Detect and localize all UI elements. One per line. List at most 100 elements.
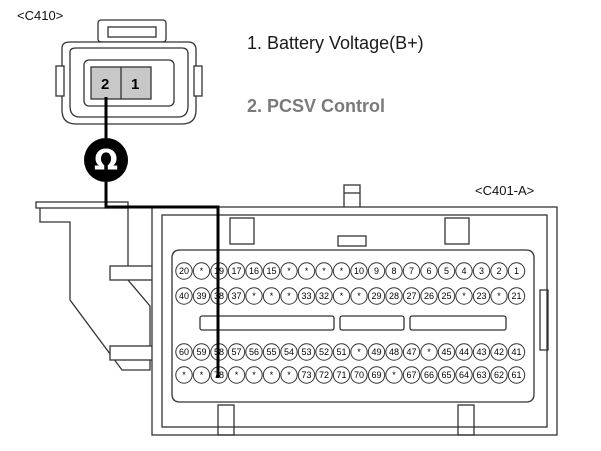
c401a-pin: [245, 366, 263, 384]
c401a-pin-label: 59: [196, 347, 206, 357]
c401a-pin: [262, 366, 281, 384]
c401a-pin: [175, 366, 193, 384]
c401a-pin-unused-label: *: [357, 347, 361, 357]
c401a-pin: [227, 366, 246, 384]
c401a-pin-label: 60: [179, 347, 189, 357]
c401a-pin-label: 8: [391, 266, 396, 276]
c401a-pin: [245, 287, 263, 305]
c401a-pin: [315, 366, 333, 384]
c401a-pin-label: 64: [459, 370, 469, 380]
c410-pin-2: 2: [101, 76, 109, 93]
c401a-pin: [332, 343, 351, 361]
c401a-pin-label: 10: [354, 266, 364, 276]
c401a-pin: [490, 287, 508, 305]
c401a-pin-label: 48: [389, 347, 399, 357]
c401a-pin-unused-label: *: [287, 291, 291, 301]
c401a-pin-label: 61: [511, 370, 521, 380]
c401a-pin-unused-label: *: [322, 266, 326, 276]
c401a-pin-unused-label: *: [287, 266, 291, 276]
c401a-pin-label: 41: [511, 347, 521, 357]
c401a-pin-label: 57: [231, 347, 241, 357]
c401a-pin: [192, 262, 211, 280]
c401a-pin-unused-label: *: [462, 291, 466, 301]
c401a-pin-label: 20: [179, 266, 189, 276]
c401a-pin-label: 16: [249, 266, 259, 276]
c401a-pin-label: 54: [284, 347, 294, 357]
c401a-pin: [420, 366, 438, 384]
c401a-pin: [350, 262, 368, 280]
c401a-pin: [297, 262, 316, 280]
c401a-pin-unused-label: *: [252, 291, 256, 301]
c401a-pin: [385, 287, 403, 305]
c401a-pin-unused-label: *: [270, 291, 274, 301]
c401a-pin: [245, 262, 263, 280]
c401a-pin: [227, 262, 246, 280]
c401a-pin: [490, 366, 508, 384]
c401a-pin-unused-label: *: [340, 291, 344, 301]
c401a-pin-label: 21: [511, 291, 521, 301]
c401a-pin: [402, 262, 421, 280]
c401a-pin-label: 28: [389, 291, 399, 301]
c401a-pin-label: 7: [409, 266, 414, 276]
c401a-pin-label: 44: [459, 347, 469, 357]
c401a-pin: [472, 262, 491, 280]
c401a-pin-label: 37: [231, 291, 241, 301]
c401a-pin-label: 62: [494, 370, 504, 380]
c401a-pin-label: 32: [319, 291, 329, 301]
c401a-pin: [472, 366, 491, 384]
c401a-pin: [402, 287, 421, 305]
c401a-pin-label: 71: [336, 370, 346, 380]
c401a-pin: [402, 366, 421, 384]
c401a-pin-label: 53: [301, 347, 311, 357]
c401a-pin-unused-label: *: [497, 291, 501, 301]
c401a-pin-unused-label: *: [427, 347, 431, 357]
c401a-pin: [332, 287, 351, 305]
c401a-connector-label: <C401-A>: [475, 183, 535, 198]
c401a-pin-label: 63: [476, 370, 486, 380]
c410-pin-1: 1: [131, 76, 139, 93]
c401a-pin: [192, 343, 211, 361]
c401a-pin: [297, 366, 316, 384]
c401a-pin: [280, 343, 298, 361]
c401a-pin-label: 29: [371, 291, 381, 301]
c401a-pin: [455, 343, 473, 361]
c401a-pin: [507, 262, 526, 280]
ohm-icon: Ω: [94, 144, 118, 177]
pin1-description: 1. Battery Voltage(B+): [247, 33, 424, 53]
c401a-pin: [227, 343, 246, 361]
c401a-pin: [385, 262, 403, 280]
c401a-pin: [350, 366, 368, 384]
c401a-pin-label: 6: [426, 266, 431, 276]
c401a-pin: [280, 366, 298, 384]
c401a-pin: [490, 262, 508, 280]
ohmmeter: Ω: [84, 138, 128, 182]
c401a-pin: [385, 366, 403, 384]
c401a-pin: [437, 343, 456, 361]
c401a-pin: [437, 287, 456, 305]
c401a-pin-label: 72: [319, 370, 329, 380]
c401a-pin-unused-label: *: [200, 266, 204, 276]
c401a-pin: [437, 262, 456, 280]
c401a-pin: [175, 262, 193, 280]
c401a-pin-unused-label: *: [357, 291, 361, 301]
c401a-pin-label: 15: [266, 266, 276, 276]
c401a-pin-unused-label: *: [182, 370, 186, 380]
c401a-pin: [227, 287, 246, 305]
c401a-pin-label: 4: [461, 266, 466, 276]
c410-connector-label: <C410>: [17, 8, 64, 23]
c401a-pin: [420, 287, 438, 305]
c401a-pin-label: 39: [196, 291, 206, 301]
c401a-pin-label: 69: [371, 370, 381, 380]
c401a-pin: [507, 287, 526, 305]
c401a-pin: [455, 366, 473, 384]
c401a-pin: [350, 287, 368, 305]
c401a-pin: [402, 343, 421, 361]
c401a-pin-label: 55: [266, 347, 276, 357]
c401a-pin: [350, 343, 368, 361]
c401a-pin-unused-label: *: [305, 266, 309, 276]
c401a-pin: [472, 343, 491, 361]
c401a-pin: [332, 366, 351, 384]
c401a-pin-label: 56: [249, 347, 259, 357]
c401a-pin-unused-label: *: [235, 370, 239, 380]
